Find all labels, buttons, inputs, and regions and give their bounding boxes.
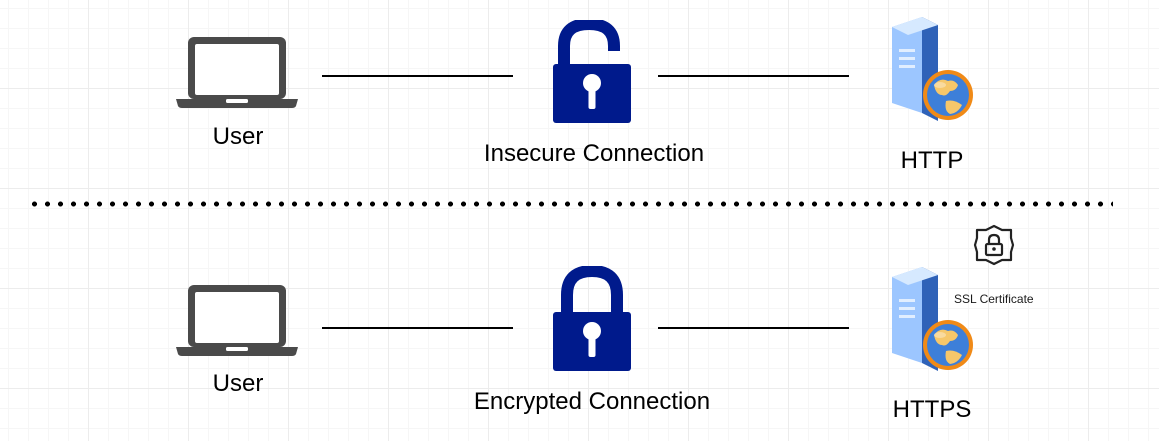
section-divider (28, 201, 1113, 207)
user-to-lock-connector (322, 75, 513, 77)
lock-open-icon (550, 20, 634, 124)
user-label: User (212, 123, 264, 150)
encrypted-connection-label: Encrypted Connection (473, 388, 711, 415)
lock-to-server-connector (658, 75, 849, 77)
user-label: User (212, 370, 264, 397)
insecure-connection-label: Insecure Connection (483, 140, 705, 167)
lock-closed-icon (550, 266, 634, 372)
https-label: HTTPS (892, 396, 972, 423)
shield-lock-icon (973, 224, 1015, 266)
web-server-icon (888, 265, 976, 373)
laptop-icon (175, 35, 299, 109)
ssl-certificate-label: SSL Certificate (954, 292, 1034, 306)
web-server-icon (888, 15, 976, 123)
lock-to-server-connector (658, 327, 849, 329)
laptop-icon (175, 283, 299, 357)
http-label: HTTP (900, 147, 964, 174)
user-to-lock-connector (322, 327, 513, 329)
